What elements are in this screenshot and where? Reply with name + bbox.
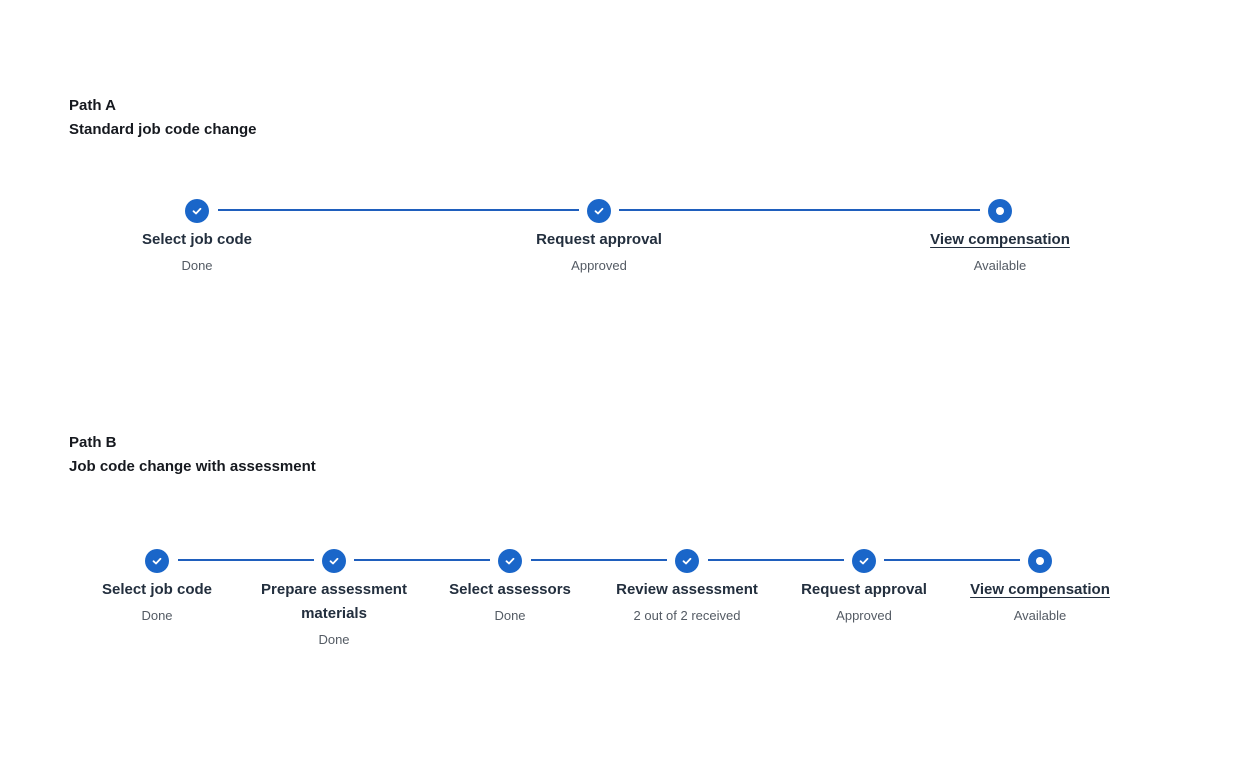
check-circle-icon: [498, 549, 522, 573]
view-compensation-link[interactable]: View compensation: [930, 231, 1070, 248]
path-b-connector: [708, 559, 844, 561]
step-status: Done: [494, 608, 526, 623]
current-dot-icon: [988, 199, 1012, 223]
check-circle-icon: [852, 549, 876, 573]
step-status: Done: [181, 258, 213, 273]
step-label: Request approval: [536, 231, 662, 248]
step-status: Available: [1013, 608, 1067, 623]
path-b-connector: [531, 559, 667, 561]
path-a-title: Path A: [69, 97, 116, 114]
step-label: Request approval: [801, 581, 927, 598]
path-a-subtitle: Standard job code change: [69, 121, 257, 138]
step-label: Prepare assessment materials: [261, 581, 407, 622]
view-compensation-link[interactable]: View compensation: [970, 581, 1110, 598]
path-b-connector: [178, 559, 314, 561]
current-dot-icon: [1028, 549, 1052, 573]
check-circle-icon: [587, 199, 611, 223]
check-circle-icon: [185, 199, 209, 223]
path-b-title: Path B: [69, 434, 117, 451]
check-circle-icon: [675, 549, 699, 573]
step-status: Done: [141, 608, 173, 623]
step-label: Select assessors: [449, 581, 571, 598]
path-b-subtitle: Job code change with assessment: [69, 458, 316, 475]
path-b-connector: [884, 559, 1020, 561]
step-status: Done: [318, 632, 350, 647]
step-label: Select job code: [141, 231, 253, 248]
check-circle-icon: [322, 549, 346, 573]
step-label: Select job code: [101, 581, 213, 598]
path-a-connector: [218, 209, 579, 211]
path-b-connector: [354, 559, 490, 561]
path-a-connector: [619, 209, 980, 211]
step-status: Approved: [836, 608, 892, 623]
step-status: 2 out of 2 received: [633, 608, 741, 623]
step-status: Available: [973, 258, 1027, 273]
step-label: Review assessment: [616, 581, 758, 598]
check-circle-icon: [145, 549, 169, 573]
step-status: Approved: [571, 258, 627, 273]
